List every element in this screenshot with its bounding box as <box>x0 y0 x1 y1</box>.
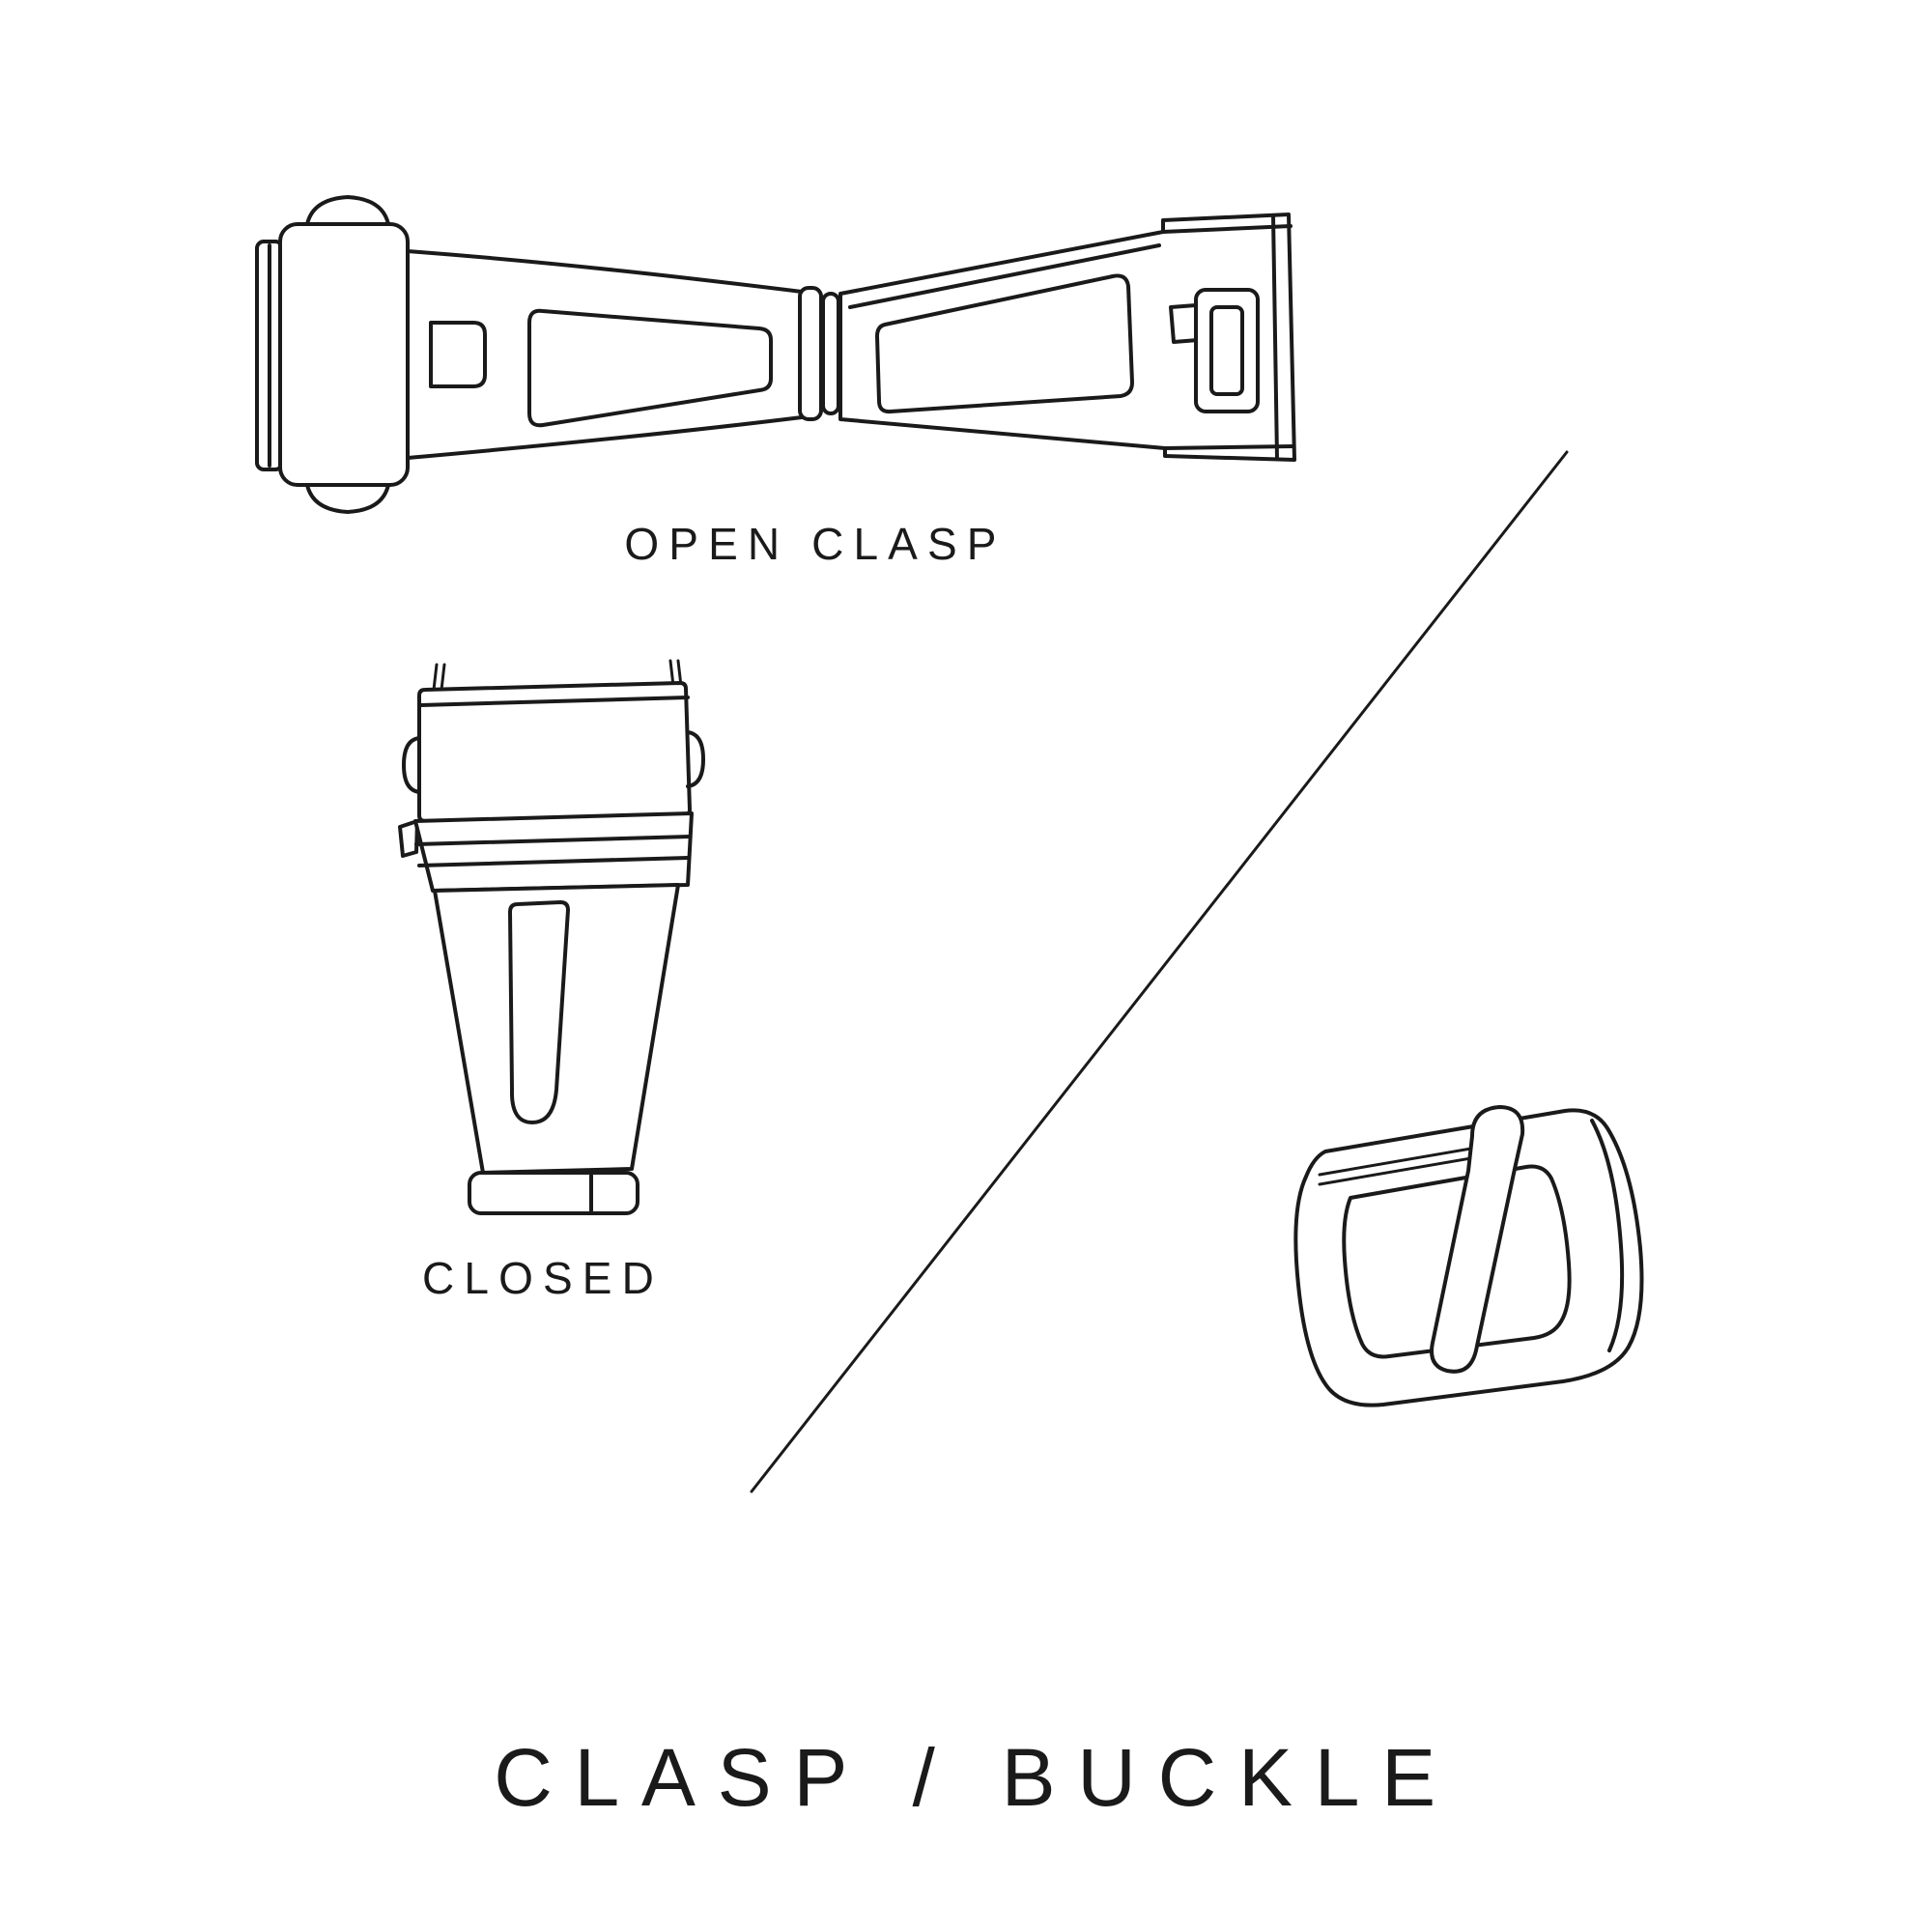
closed-clasp-end-bar <box>468 1171 639 1215</box>
open-clasp-left-block <box>278 222 410 487</box>
open-clasp-right-plate-line <box>1161 224 1293 234</box>
open-clasp-keeper-hook <box>1169 303 1200 344</box>
open-clasp-right-arm <box>838 213 1296 462</box>
open-clasp-hinge <box>798 286 823 421</box>
closed-clasp-flange <box>413 811 694 893</box>
closed-clasp-cover-fold <box>419 696 690 707</box>
buckle-right-thickness <box>1590 1119 1625 1352</box>
open-clasp-right-top-edge <box>848 243 1161 309</box>
diagram-title: CLASP / BUCKLE <box>494 1732 1458 1823</box>
open-clasp-right-bottom-line <box>1163 444 1294 450</box>
open-clasp-hinge-2 <box>821 292 840 415</box>
open-clasp-left-notch <box>429 321 487 388</box>
buckle-frame-inner <box>1342 1164 1572 1359</box>
open-clasp-right-inner <box>875 273 1134 414</box>
open-clasp-left-bump-top <box>305 195 390 226</box>
open-clasp-illustration <box>255 195 1296 514</box>
closed-clasp-fold-left <box>398 819 419 858</box>
divider-line <box>750 450 1569 1493</box>
closed-clasp-prong-left <box>432 663 446 692</box>
closed-clasp-flange-line-1 <box>414 835 692 846</box>
closed-clasp-body <box>433 883 680 1175</box>
buckle-pin-2 <box>1318 1153 1490 1186</box>
tang-buckle-illustration <box>1293 1105 1644 1407</box>
open-clasp-right-end-line <box>1271 213 1279 461</box>
open-clasp-left-inner <box>527 308 773 428</box>
buckle-tongue <box>1430 1105 1525 1374</box>
open-clasp-label: OPEN CLASP <box>624 519 1007 569</box>
closed-clasp-flange-line-2 <box>417 856 690 867</box>
buckle-pin <box>1318 1144 1490 1177</box>
closed-clasp-tab-left <box>402 736 421 794</box>
open-clasp-keeper-inner <box>1209 305 1244 396</box>
closed-clasp-tab-right <box>686 730 705 788</box>
closed-clasp-slot <box>508 900 570 1124</box>
closed-label: CLOSED <box>422 1253 664 1303</box>
closed-clasp-illustration <box>398 659 705 1215</box>
open-clasp-left-bump-bottom <box>305 483 390 514</box>
